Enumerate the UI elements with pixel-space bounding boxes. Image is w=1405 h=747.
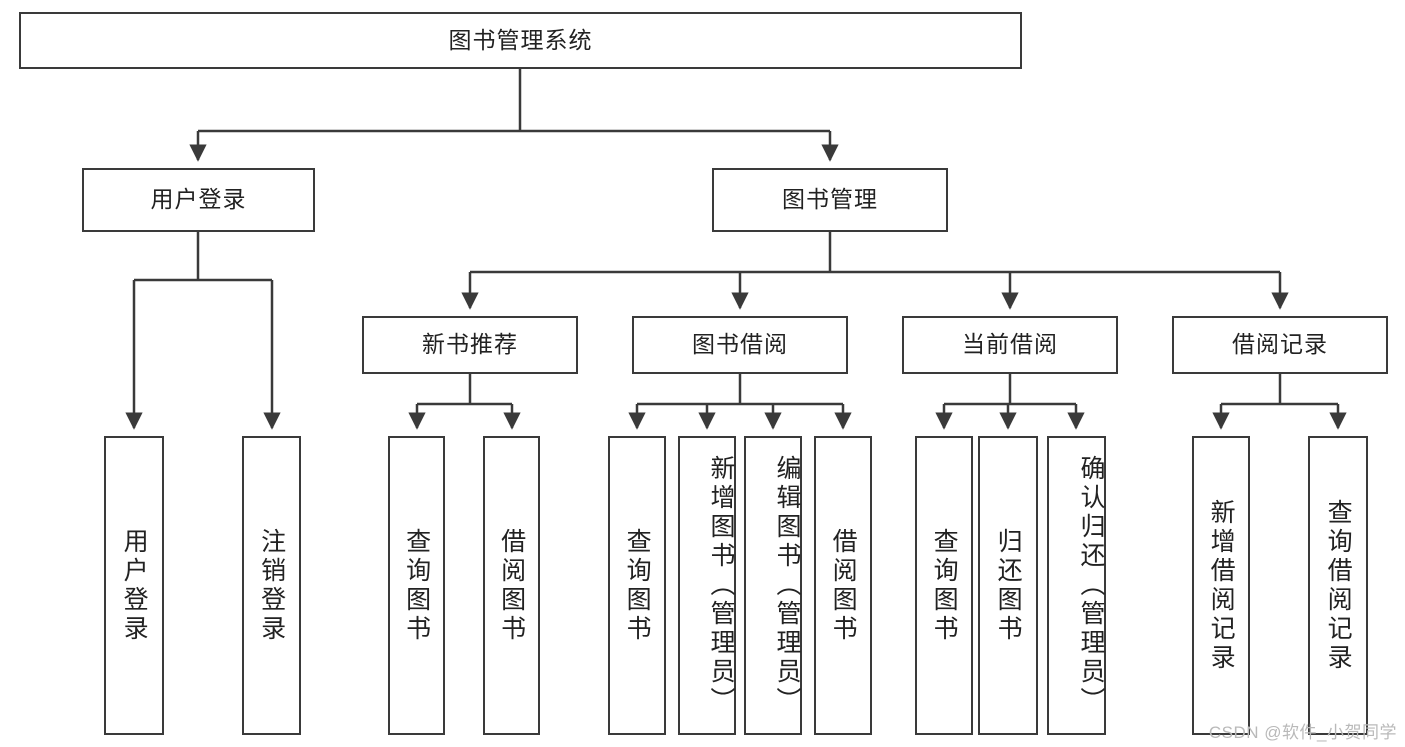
node-leaf-query-record-label: 查询借阅记录 — [1324, 498, 1353, 673]
node-leaf-borrow-book-1[interactable]: 借阅图书 — [483, 436, 540, 735]
node-leaf-query-book-1[interactable]: 查询图书 — [388, 436, 445, 735]
node-leaf-query-book-1-label: 查询图书 — [402, 527, 431, 644]
node-book-manage-label: 图书管理 — [782, 186, 878, 213]
node-current-borrow-label: 当前借阅 — [962, 331, 1058, 358]
node-leaf-query-book-3-label: 查询图书 — [930, 527, 959, 644]
node-leaf-user-login-label: 用户登录 — [120, 527, 149, 644]
node-borrow-record[interactable]: 借阅记录 — [1172, 316, 1388, 374]
node-leaf-add-record[interactable]: 新增借阅记录 — [1192, 436, 1250, 735]
node-leaf-edit-book[interactable]: 编辑图书（管理员） — [744, 436, 802, 735]
node-leaf-return-book-label: 归还图书 — [994, 527, 1023, 644]
node-user-login[interactable]: 用户登录 — [82, 168, 315, 232]
node-leaf-edit-book-label: 编辑图书（管理员） — [773, 455, 801, 716]
node-leaf-confirm-return-label: 确认归还（管理员） — [1077, 455, 1105, 716]
node-leaf-return-book[interactable]: 归还图书 — [978, 436, 1038, 735]
node-root-label: 图书管理系统 — [448, 26, 593, 53]
node-leaf-query-book-3[interactable]: 查询图书 — [915, 436, 973, 735]
node-root[interactable]: 图书管理系统 — [19, 12, 1022, 69]
node-user-login-label: 用户登录 — [150, 186, 247, 213]
node-leaf-confirm-return[interactable]: 确认归还（管理员） — [1047, 436, 1106, 735]
node-current-borrow[interactable]: 当前借阅 — [902, 316, 1118, 374]
node-new-book-recommend-label: 新书推荐 — [422, 331, 518, 358]
node-leaf-add-book-label: 新增图书（管理员） — [707, 455, 735, 716]
node-new-book-recommend[interactable]: 新书推荐 — [362, 316, 578, 374]
node-borrow-record-label: 借阅记录 — [1232, 331, 1328, 358]
node-leaf-borrow-book-2-label: 借阅图书 — [829, 527, 858, 644]
node-leaf-query-book-2-label: 查询图书 — [623, 527, 652, 644]
node-leaf-add-book[interactable]: 新增图书（管理员） — [678, 436, 736, 735]
csdn-watermark: CSDN @软件_小贺同学 — [1208, 723, 1397, 742]
node-book-borrow[interactable]: 图书借阅 — [632, 316, 848, 374]
node-leaf-add-record-label: 新增借阅记录 — [1207, 498, 1236, 673]
node-book-borrow-label: 图书借阅 — [692, 331, 788, 358]
node-leaf-query-record[interactable]: 查询借阅记录 — [1308, 436, 1368, 735]
node-leaf-logout-label: 注销登录 — [257, 527, 286, 644]
node-book-manage[interactable]: 图书管理 — [712, 168, 948, 232]
node-leaf-borrow-book-1-label: 借阅图书 — [497, 527, 526, 644]
node-leaf-query-book-2[interactable]: 查询图书 — [608, 436, 666, 735]
node-leaf-logout[interactable]: 注销登录 — [242, 436, 301, 735]
node-leaf-borrow-book-2[interactable]: 借阅图书 — [814, 436, 872, 735]
node-leaf-user-login[interactable]: 用户登录 — [104, 436, 164, 735]
